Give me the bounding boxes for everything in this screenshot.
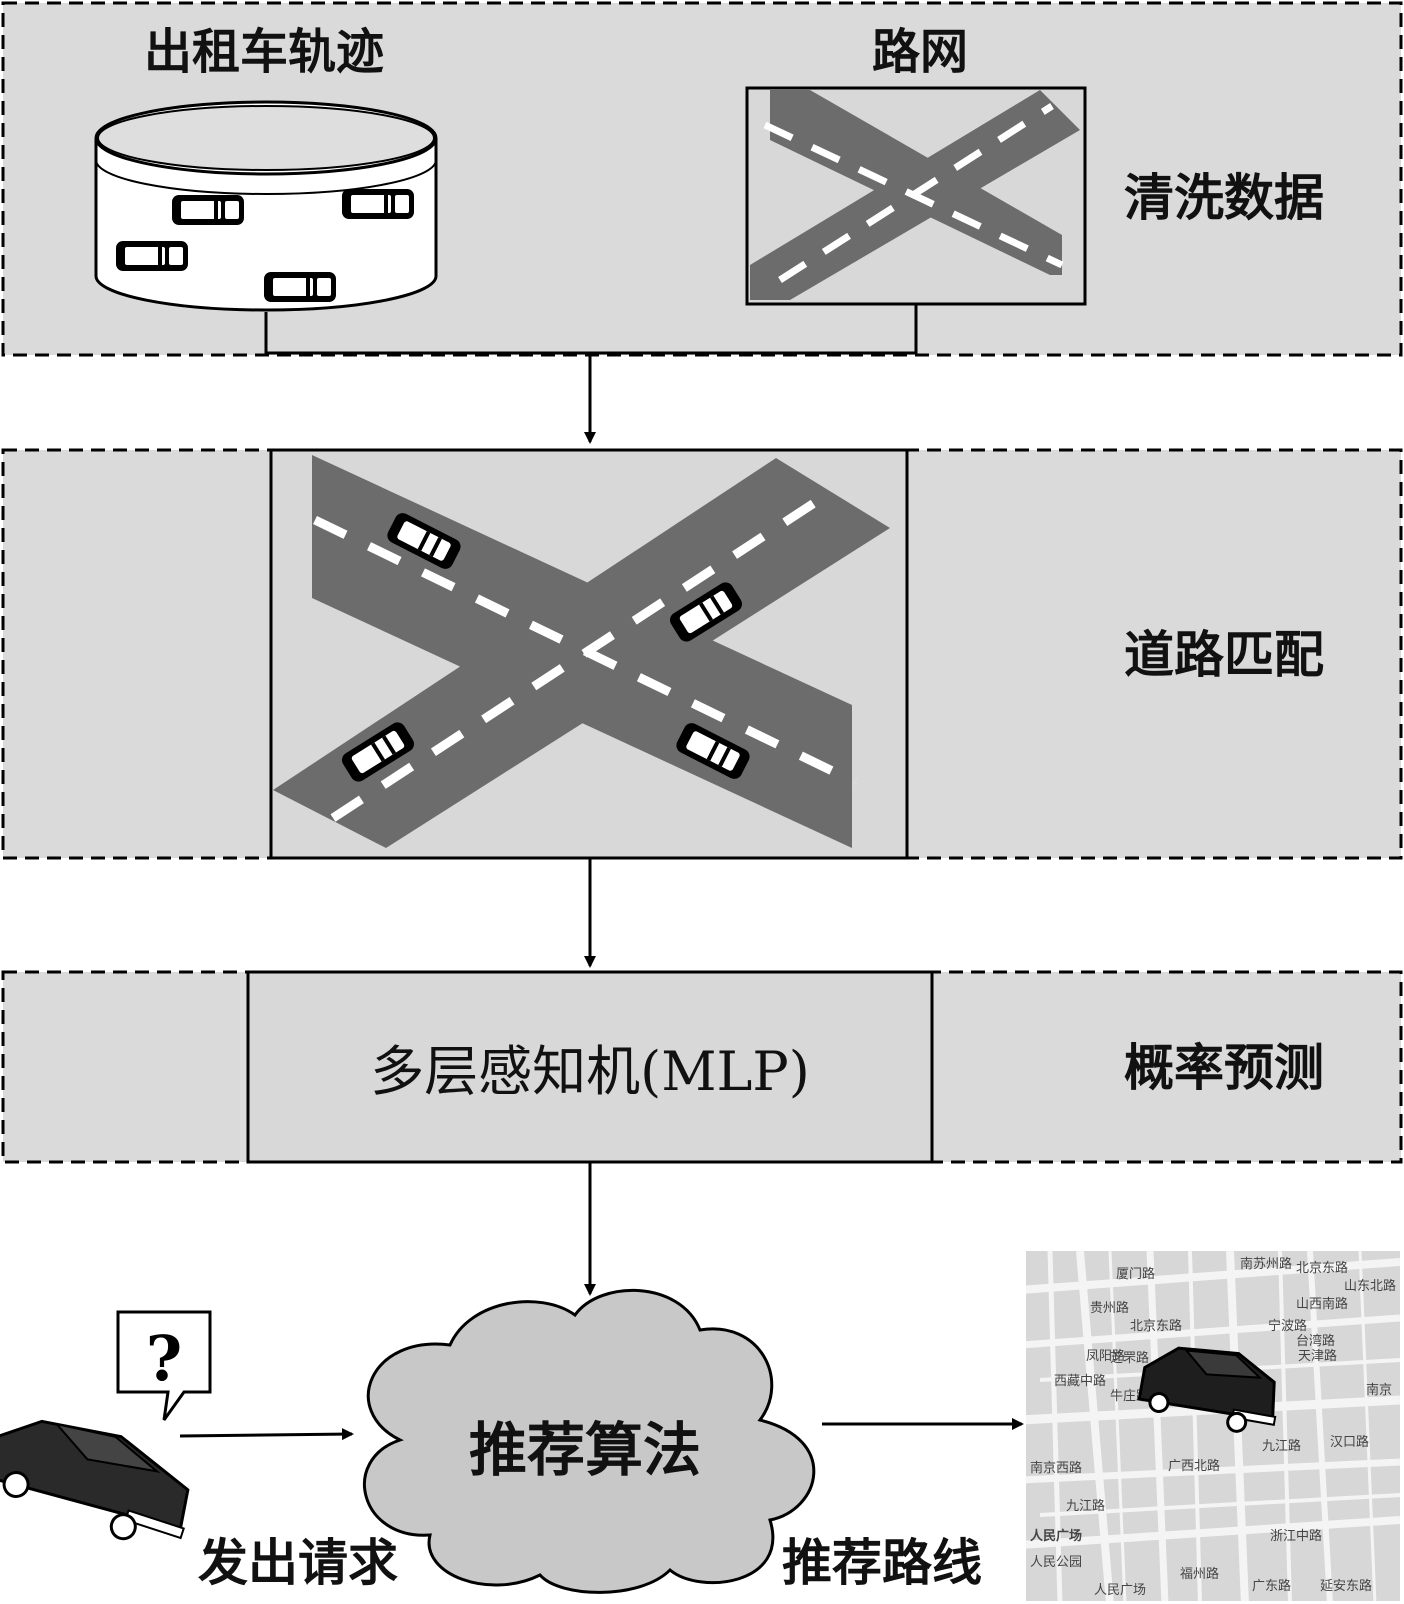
roadnet-title: 路网 [872,24,968,80]
map-label: 贵州路 [1090,1300,1129,1316]
map-label: 汉口路 [1330,1434,1369,1450]
map-label: 浙江中路 [1270,1528,1322,1544]
question-mark-icon: ? [146,1322,182,1395]
map-label: 九江路 [1066,1498,1105,1514]
taxi-icon [116,241,188,271]
taxi-icon [172,195,244,225]
map-label: 西藏中路 [1054,1373,1106,1389]
recommended-route-map: 北京东路 南苏州路 厦门路 贵州路 北京东路 宁波路 山东北路 山西南路 天津路… [1026,1251,1400,1601]
map-label: 南京 [1366,1382,1392,1398]
map-label: 延安东路 [1320,1578,1372,1594]
map-label: 南苏州路 [1240,1256,1292,1272]
road-network-thumbnail [745,86,1087,306]
road-matching-view [269,448,909,860]
map-label: 北京东路 [1296,1260,1348,1276]
question-bubble: ? [116,1310,212,1421]
map-label: 福州路 [1180,1566,1219,1582]
map-label: 广东路 [1252,1578,1291,1594]
route-label: 推荐路线 [782,1533,982,1592]
mlp-model-box [246,970,934,1164]
requesting-car-icon [0,1419,190,1541]
map-label: 芝罘路 [1110,1350,1149,1366]
map-label: 广西北路 [1168,1458,1220,1474]
trajectory-title: 出租车轨迹 [144,24,384,80]
map-label: 人民广场 [1094,1583,1146,1598]
map-label: 北京东路 [1130,1318,1182,1334]
prediction-side-label: 概率预测 [1124,1038,1324,1097]
taxi-icon [342,189,414,219]
map-label: 山西南路 [1296,1296,1348,1312]
taxi-icon [264,272,336,302]
map-label: 南京西路 [1030,1460,1082,1476]
algorithm-label: 推荐算法 [469,1416,701,1484]
map-label: 厦门路 [1116,1266,1155,1282]
recommendation-cloud [362,1288,816,1594]
map-label: 山东北路 [1344,1278,1396,1294]
request-arrow [179,1428,354,1441]
matching-side-label: 道路匹配 [1124,625,1324,684]
map-label: 人民公园 [1030,1555,1082,1570]
map-label: 凤阳路 [1086,1348,1125,1364]
trajectory-database-icon [94,100,438,312]
map-label: 九江路 [1262,1438,1301,1454]
cleaning-side-label: 清洗数据 [1124,168,1324,227]
request-label: 发出请求 [198,1533,398,1592]
map-label: 台湾路 [1296,1333,1335,1349]
map-car-icon [1137,1346,1277,1433]
map-label: 人民广场 [1030,1528,1082,1544]
map-label: 天津路 [1298,1348,1337,1364]
map-label: 宁波路 [1268,1318,1307,1334]
mlp-model-label: 多层感知机(MLP) [370,1040,810,1103]
